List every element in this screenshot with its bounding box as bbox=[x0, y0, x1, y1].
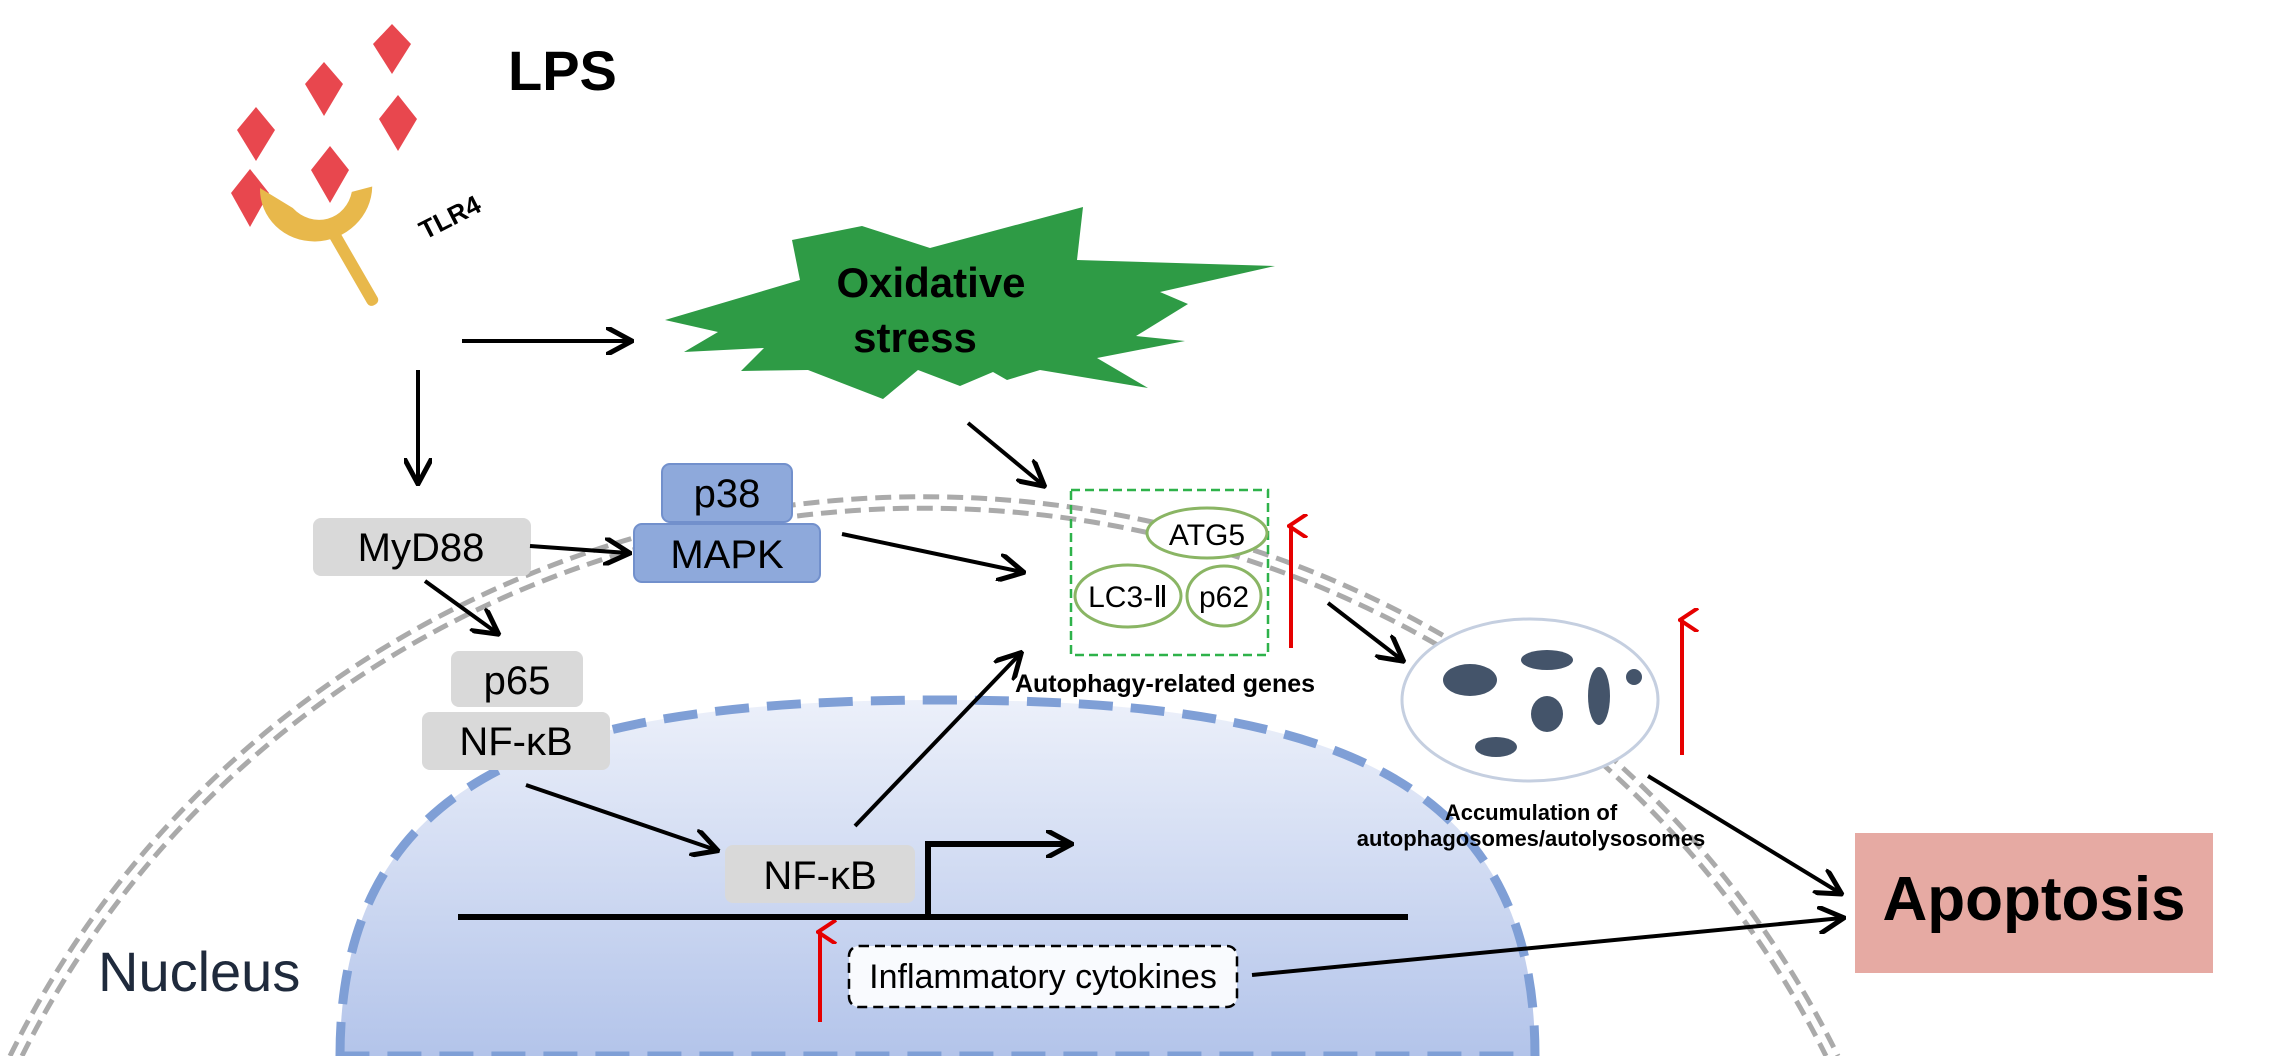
pathway-arrows bbox=[418, 341, 1842, 977]
myd88-label: MyD88 bbox=[358, 526, 485, 570]
p62-label: p62 bbox=[1199, 581, 1249, 614]
mapk-label: MAPK bbox=[670, 533, 784, 577]
nfkb-cyto-box bbox=[422, 712, 610, 770]
autophagy-genes-box bbox=[1069, 488, 1270, 657]
cytokines-box bbox=[847, 944, 1239, 1009]
mapk-box bbox=[633, 523, 821, 583]
arrow-genes-to-autophagosome bbox=[1326, 601, 1402, 660]
up-arrow-icon bbox=[820, 526, 1682, 1022]
tlr4-label: TLR4 bbox=[414, 189, 486, 245]
lc3-oval bbox=[1073, 563, 1183, 629]
arrow-cytokines-to-apoptosis bbox=[1251, 918, 1842, 977]
accumulation-label-line2: autophagosomes/autolysosomes bbox=[1357, 826, 1705, 851]
nfkb-nucleus-box bbox=[725, 845, 915, 903]
apoptosis-label: Apoptosis bbox=[1882, 865, 2185, 934]
lps-label: LPS bbox=[508, 39, 617, 102]
oxidative-stress-burst-icon bbox=[665, 207, 1275, 399]
atg5-label: ATG5 bbox=[1169, 519, 1245, 552]
p62-oval bbox=[1185, 564, 1263, 628]
cytokines-label: Inflammatory cytokines bbox=[869, 958, 1217, 996]
arrow-myd88-to-mapk bbox=[529, 546, 628, 553]
myd88-box bbox=[313, 518, 531, 576]
autophagy-genes-caption: Autophagy-related genes bbox=[1015, 670, 1315, 698]
oxidative-stress-label-line1: Oxidative bbox=[836, 259, 1025, 306]
arrow-stress-to-genes bbox=[966, 421, 1043, 485]
p38-label: p38 bbox=[694, 472, 761, 516]
arrow-myd88-to-p65 bbox=[423, 579, 497, 633]
arrow-nfkb-to-nucleus bbox=[525, 783, 716, 850]
lps-molecule-icon bbox=[231, 24, 417, 227]
cell-membrane bbox=[7, 494, 1841, 1056]
p65-box bbox=[451, 651, 583, 707]
accumulation-label-line1: Accumulation of bbox=[1445, 800, 1618, 825]
atg5-oval bbox=[1145, 506, 1269, 560]
arrow-mapk-to-genes bbox=[841, 532, 1022, 572]
arrow-autophagosome-to-apoptosis bbox=[1646, 774, 1840, 893]
tlr4-receptor-icon bbox=[259, 186, 379, 306]
p38-box bbox=[661, 463, 793, 523]
lc3-label: LC3-Ⅱ bbox=[1088, 581, 1168, 614]
nfkb-cyto-label: NF-κB bbox=[459, 720, 572, 764]
nfkb-nucleus-label: NF-κB bbox=[763, 854, 876, 898]
nucleus-label: Nucleus bbox=[98, 940, 300, 1003]
oxidative-stress-label-line2: stress bbox=[853, 314, 977, 361]
arrow-nfkb-to-genes bbox=[853, 654, 1020, 828]
p65-label: p65 bbox=[484, 659, 551, 703]
autophagosome-icon bbox=[1400, 617, 1660, 783]
transcription-start-arrow-icon bbox=[925, 844, 1070, 917]
apoptosis-box bbox=[1855, 833, 2213, 973]
